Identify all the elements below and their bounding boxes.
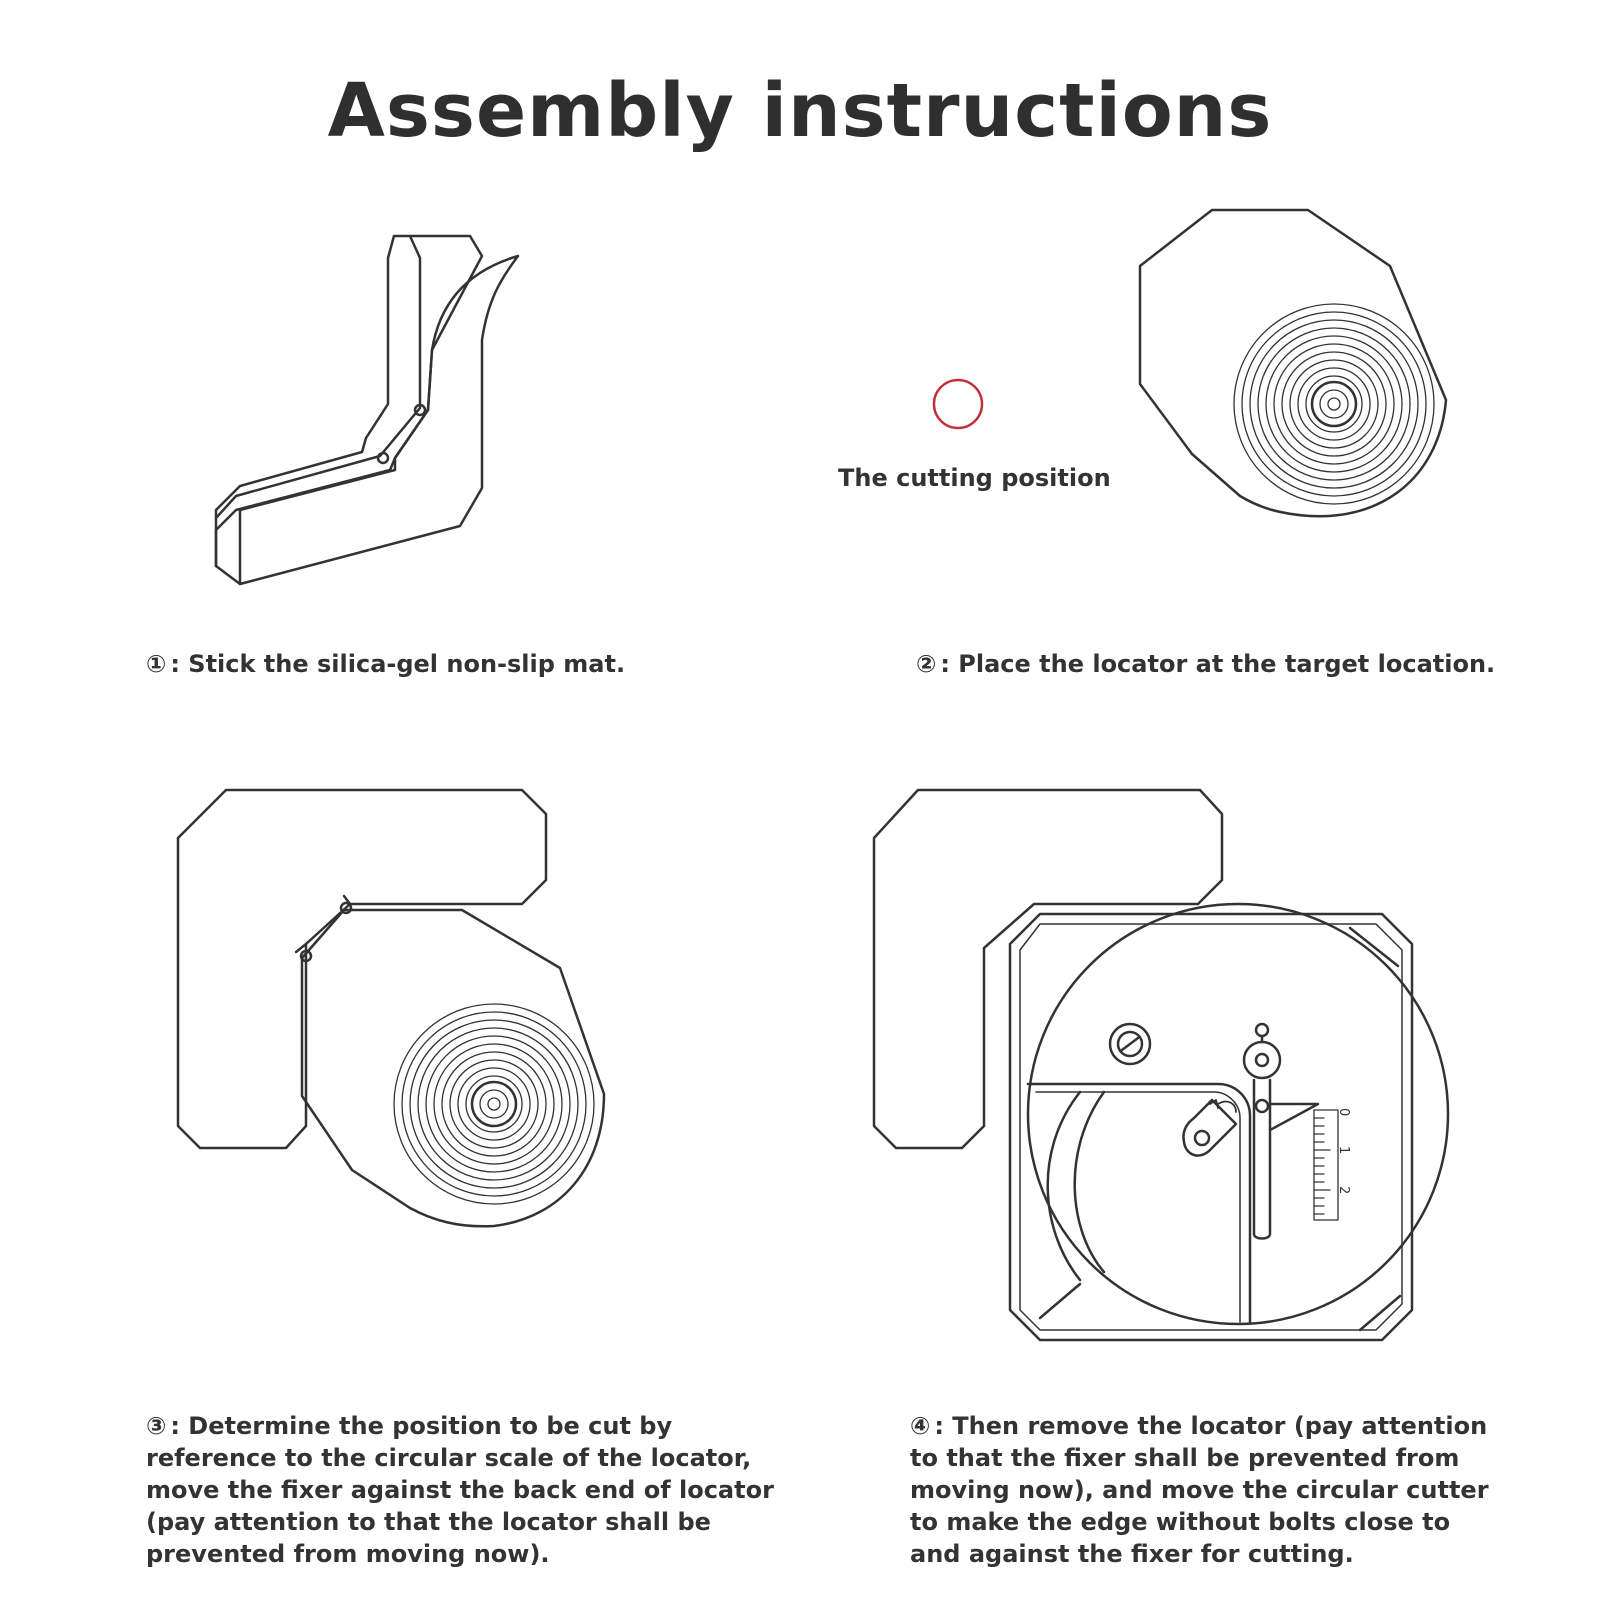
step-4-caption: ④: Then remove the locator (pay attentio… [910, 1410, 1490, 1570]
step-1-caption: ①: Stick the silica-gel non-slip mat. [146, 648, 766, 680]
step-1-text: : Stick the silica-gel non-slip mat. [170, 650, 626, 678]
cutter-base-plate [1008, 912, 1414, 1342]
step-3-caption: ③: Determine the position to be cut by r… [146, 1410, 786, 1570]
scale-tick-2: 2 [1336, 1186, 1351, 1194]
panel3-fixer [176, 788, 548, 1150]
panel4-circular-cutter [1008, 902, 1450, 1342]
step-4-text: : Then remove the locator (pay attention… [910, 1412, 1489, 1568]
ruler-scale [1313, 1109, 1339, 1221]
step-4-number: ④ [910, 1412, 931, 1440]
panel4-fixer [872, 788, 1224, 1150]
step-3-text: : Determine the position to be cut by re… [146, 1412, 774, 1568]
locator-circular-scale [1233, 303, 1435, 505]
step-1-number: ① [146, 650, 167, 678]
step-3-number: ③ [146, 1412, 167, 1440]
fixer-front-face [214, 234, 422, 520]
panel3-locator [299, 901, 606, 1228]
cutter-disc [1026, 902, 1450, 1326]
cutting-position-marker [932, 378, 984, 430]
step-2-number: ② [916, 650, 937, 678]
locator-body [1138, 208, 1448, 518]
step-2-text: : Place the locator at the target locati… [940, 650, 1496, 678]
page-title: Assembly instructions [327, 67, 1273, 154]
pivot-arm [1182, 1098, 1238, 1157]
step-2-caption: ②: Place the locator at the target locat… [916, 648, 1536, 680]
panel2-locator [1138, 208, 1448, 518]
cutting-position-label: The cutting position [838, 464, 1111, 492]
scale-tick-1: 1 [1336, 1146, 1351, 1154]
panel3-circular-scale [393, 1003, 595, 1205]
scale-tick-0: 0 [1336, 1108, 1351, 1116]
bolt-icon [1108, 1022, 1152, 1066]
panel1-fixer-with-mat [214, 234, 520, 586]
